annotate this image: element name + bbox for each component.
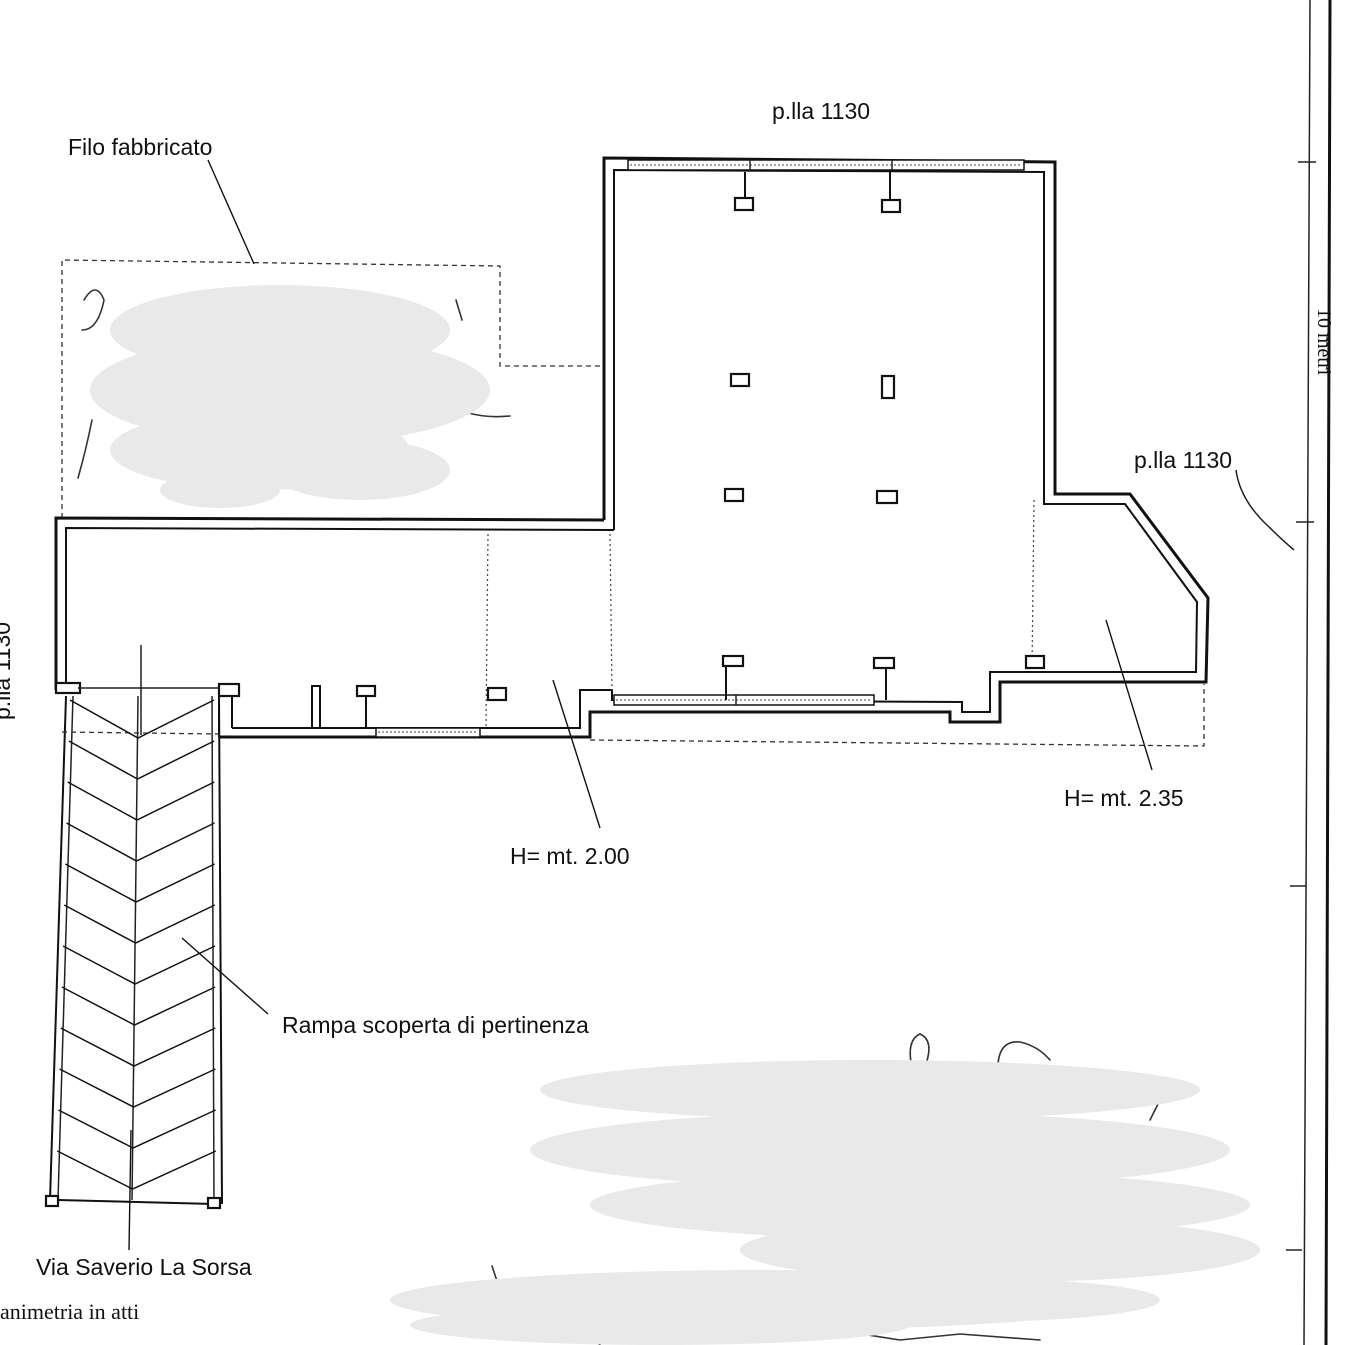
- building-line-outline: [61, 259, 604, 518]
- ramp-chevron: [59, 1068, 216, 1108]
- ramp-chevron: [56, 1150, 217, 1190]
- ramp-chevron: [58, 1109, 216, 1149]
- ramp: [44, 645, 223, 1251]
- ramp-chevron: [61, 986, 216, 1026]
- redacted-annotation-bottom: [390, 1033, 1260, 1345]
- scale-label: 10 metri: [1313, 308, 1335, 376]
- height-label-left: H= mt. 2.00: [510, 843, 630, 869]
- ramp-chevron: [69, 699, 215, 739]
- ramp-chevron: [66, 822, 215, 862]
- ramp-chevron: [63, 904, 216, 944]
- building-line-label: Filo fabbricato: [68, 134, 212, 160]
- lower-boundary: [589, 684, 1205, 747]
- ramp-chevron: [62, 945, 216, 985]
- ramp-chevron: [68, 740, 215, 780]
- footer-caption: animetria in atti: [0, 1299, 139, 1324]
- ramp-label: Rampa scoperta di pertinenza: [282, 1012, 589, 1038]
- redacted-annotation-top: [77, 285, 511, 508]
- height-label-right: H= mt. 2.35: [1064, 785, 1184, 811]
- ramp-chevrons: [56, 699, 217, 1190]
- ramp-chevron: [65, 863, 215, 903]
- ramp-chevron: [67, 781, 215, 821]
- main-room-walls: [54, 156, 1210, 739]
- window-bottom: [375, 694, 875, 738]
- ramp-chevron: [60, 1027, 216, 1067]
- parcel-label-top: p.lla 1130: [772, 98, 870, 124]
- parcel-label-right: p.lla 1130: [1134, 447, 1232, 473]
- pillars: [721, 172, 1046, 700]
- window-top: [627, 159, 1025, 171]
- street-label: Via Saverio La Sorsa: [36, 1254, 252, 1280]
- scale-bar: 10 metri: [1286, 0, 1335, 1345]
- leader-lines: [181, 159, 1295, 1015]
- parcel-label-left: p.lla 1130: [0, 622, 15, 720]
